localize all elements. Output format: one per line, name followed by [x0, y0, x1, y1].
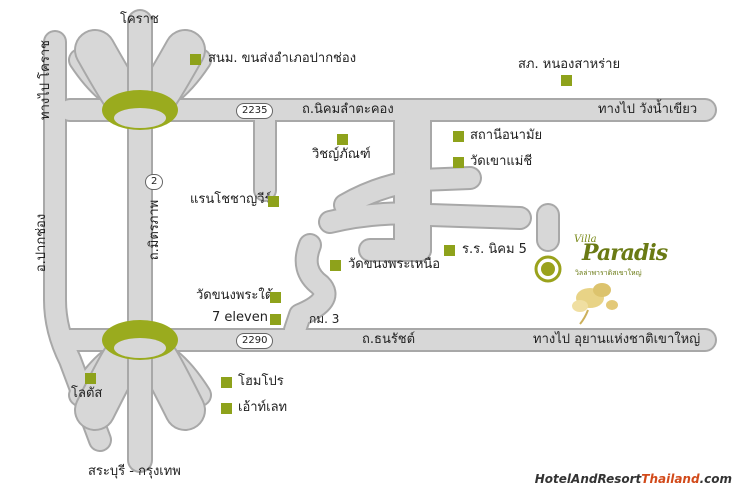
- route-2235-badge: 2235: [236, 103, 274, 119]
- landmark-transport: สนม. ขนส่งอำเภอปากช่อง: [208, 51, 357, 66]
- landmark-nongsarai: สภ. หนองสาหร่าย: [518, 57, 621, 72]
- landmark-khanong-south: วัดขนงพระใต้: [196, 288, 274, 303]
- watermark-part2: Thailand: [641, 472, 700, 486]
- landmark-marker: [85, 373, 96, 384]
- direction-saraburi-bangkok: สระบุรี - กรุงเทพ: [88, 464, 181, 479]
- landmark-marker: [270, 292, 281, 303]
- overpass-north: [102, 90, 178, 130]
- landmark-marker: [330, 260, 341, 271]
- resort-pin: [534, 255, 562, 283]
- resort-logo-subtitle: วิลล่าพาราดิสเขาใหญ่: [575, 269, 642, 277]
- road-label-nikhom: ถ.นิคมลำตะคอง: [302, 102, 394, 117]
- watermark-part1: HotelAndResort: [534, 472, 642, 486]
- landmark-marker: [453, 157, 464, 168]
- landmark-wichan: วิชญ์ภัณฑ์: [312, 147, 371, 162]
- landmark-school: ร.ร. นิคม 5: [462, 242, 527, 257]
- landmark-marker: [337, 134, 348, 145]
- route-2290-badge: 2290: [236, 333, 274, 349]
- road-label-km3: กม. 3: [309, 312, 340, 326]
- landmark-marker: [270, 314, 281, 325]
- resort-logo-name: Paradis: [582, 240, 668, 266]
- landmark-marker: [221, 377, 232, 388]
- resort-logo-prefix: Villa: [574, 234, 597, 245]
- landmark-khaomaesi: วัดเขาแม่ชี: [470, 154, 533, 169]
- landmark-marker: [221, 403, 232, 414]
- road-label-mittraphap: ถ.มิตรภาพ: [147, 199, 163, 261]
- landmark-ranch: แรนโชชาญวีร์: [190, 192, 272, 207]
- direction-to-korat: ทางไป โคราช: [37, 40, 53, 120]
- landmark-marker: [453, 131, 464, 142]
- direction-khao-yai: ทางไป อุยานแห่งชาติเขาใหญ่: [533, 332, 701, 347]
- landmark-homepro: โฮมโปร: [238, 374, 284, 389]
- overpass-south: [102, 320, 178, 360]
- resort-emblem: [572, 283, 618, 325]
- landmark-health: สถานีอนามัย: [470, 128, 543, 143]
- direction-wang-nam-khiao: ทางไป วังน้ำเขียว: [598, 102, 698, 117]
- landmark-marker: [190, 54, 201, 65]
- direction-pakchong: อ.ปากช่อง: [34, 213, 50, 273]
- landmark-seven-eleven: 7 eleven: [212, 310, 268, 325]
- landmark-lotus: โลตัส: [71, 386, 103, 401]
- landmark-marker: [268, 196, 279, 207]
- site-watermark: HotelAndResortThailand.com: [534, 472, 732, 486]
- landmark-makro: เอ้าท์เลท: [238, 400, 288, 415]
- road-label-thanarat: ถ.ธนรัชต์: [362, 332, 416, 347]
- landmark-khanong-north: วัดขนงพระเหนือ: [348, 257, 441, 272]
- route-2-badge: 2: [145, 174, 164, 190]
- landmark-marker: [561, 75, 572, 86]
- landmark-marker: [444, 245, 455, 256]
- direction-korat: โคราช: [120, 12, 159, 27]
- watermark-part3: .com: [699, 472, 732, 486]
